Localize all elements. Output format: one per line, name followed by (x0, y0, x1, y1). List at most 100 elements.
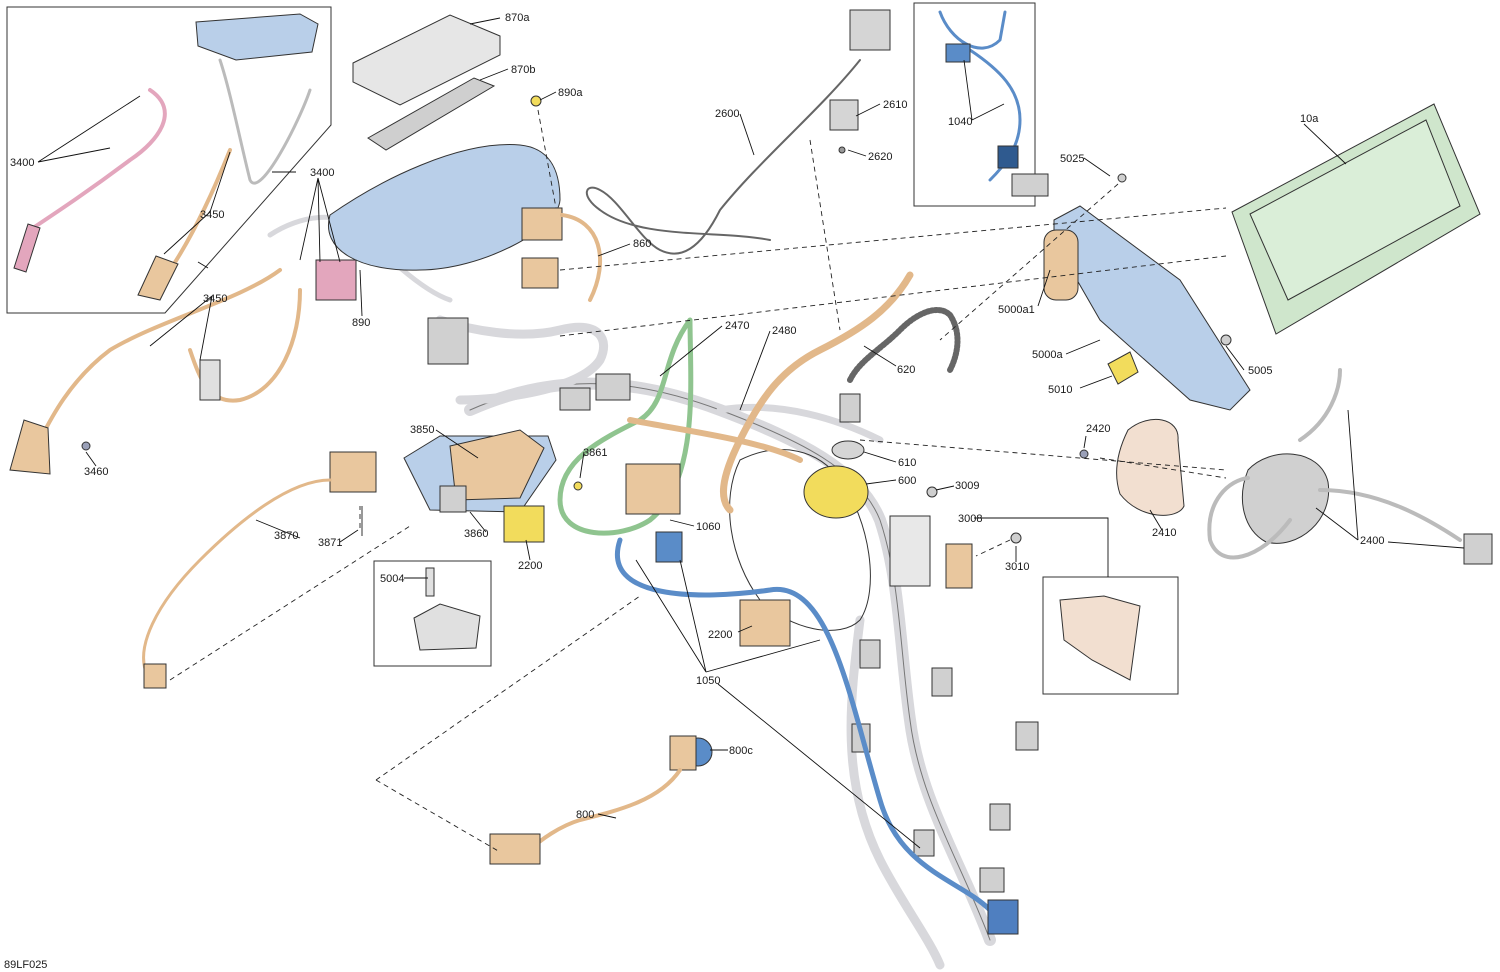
bolt-3009 (926, 486, 938, 498)
wire-800 (528, 768, 682, 852)
inset-frame-3008 (1042, 576, 1179, 695)
callout-2470: 2470 (725, 320, 749, 332)
part-890a (530, 95, 542, 107)
connector-3450 (199, 359, 221, 401)
wire-2480-branch (627, 417, 803, 463)
bolt-3010 (1010, 532, 1022, 544)
callout-2420: 2420 (1086, 423, 1110, 435)
part-5000a1 (1043, 229, 1079, 301)
callout-5000a: 5000a (1032, 349, 1063, 361)
screw-3460 (81, 441, 91, 451)
callout-5004: 5004 (380, 573, 404, 585)
callout-2200-lower: 2200 (708, 629, 732, 641)
connector-1060 (625, 463, 681, 515)
connector-gray (913, 829, 935, 857)
bolt-5025 (1117, 173, 1127, 183)
part-870a (352, 14, 501, 106)
connector-blue (655, 531, 683, 563)
dash-line (859, 439, 1227, 471)
dash-line (1099, 457, 1227, 479)
part-5010 (1107, 351, 1139, 385)
connector-800 (489, 833, 541, 865)
callout-600: 600 (898, 475, 916, 487)
coil-cord-620 (847, 307, 961, 383)
connector-gray (979, 867, 1005, 893)
callout-870a: 870a (505, 12, 530, 24)
wire-3450 (38, 268, 302, 442)
sensor-3870 (329, 451, 377, 493)
inset-bracket-3008 (1059, 595, 1141, 681)
harness-branch-lower (846, 615, 945, 970)
cover-2410 (1116, 418, 1185, 516)
wire-1050 (615, 537, 993, 913)
chassis-ghost (729, 449, 871, 631)
connector-gray (559, 387, 591, 411)
wire-2480 (719, 271, 914, 514)
part-3450-lamp (9, 419, 51, 475)
callout-3400-inset: 3400 (10, 157, 34, 169)
wire-2600 (585, 59, 861, 255)
wire-2400 (1207, 368, 1462, 560)
connector-gray (889, 515, 931, 587)
inset-frame-harness (6, 6, 332, 314)
callout-2480: 2480 (772, 325, 796, 337)
dash-line (939, 183, 1119, 341)
callout-800: 800 (576, 809, 594, 821)
callout-3450-inset: 3450 (200, 209, 224, 221)
connector-gray (859, 639, 881, 669)
connector-1040-bottom (997, 145, 1019, 169)
callout-3460: 3460 (84, 466, 108, 478)
wire-860 (560, 213, 603, 302)
module-5000a (1053, 205, 1251, 411)
callout-5025: 5025 (1060, 153, 1084, 165)
inset-wire-tan (168, 148, 232, 272)
part-2200-upper (503, 505, 545, 543)
inset-part-3400-pink (13, 223, 41, 273)
inset-frame-5004 (373, 560, 492, 667)
callout-1040: 1040 (948, 116, 972, 128)
callout-3860: 3860 (464, 528, 488, 540)
callout-3009: 3009 (955, 480, 979, 492)
part-5004-block (413, 603, 481, 651)
callout-3008: 3008 (958, 513, 982, 525)
main-harness-trunk-outline (469, 383, 991, 941)
dash-line (559, 255, 1227, 337)
inset-frame-1040 (913, 2, 1036, 207)
bolt-2620 (838, 146, 846, 154)
connector-blue (987, 899, 1019, 935)
callout-3850: 3850 (410, 424, 434, 436)
module-890 (328, 144, 561, 271)
bolt-2420 (1079, 449, 1089, 459)
callout-2620: 2620 (868, 151, 892, 163)
callout-870b: 870b (511, 64, 535, 76)
callout-2200-upper: 2200 (518, 560, 542, 572)
dash-line (809, 139, 841, 331)
sensor-800c-body (669, 735, 697, 771)
harness-branch-left (435, 315, 609, 405)
dash-line (559, 207, 1227, 271)
connector-gray (931, 667, 953, 697)
connector-2600 (849, 9, 891, 51)
callout-860: 860 (633, 238, 651, 250)
part-2200-lower (739, 599, 791, 647)
connector-gray (427, 317, 469, 365)
part-600 (803, 465, 869, 519)
inset-blue-module (195, 13, 319, 61)
callout-labels: 870a 870b 890a 2600 2610 2620 1040 5025 … (10, 12, 1384, 821)
part-870b (367, 77, 496, 151)
connector-3870 (143, 663, 167, 689)
callout-1050: 1050 (696, 675, 720, 687)
callout-2600: 2600 (715, 108, 739, 120)
wire-3870 (142, 478, 332, 682)
callout-2610: 2610 (883, 99, 907, 111)
bracket-3008 (945, 543, 973, 589)
callout-10a: 10a (1300, 113, 1319, 125)
bolt-5005 (1220, 334, 1232, 346)
connector-3400 (315, 259, 357, 301)
connector-860 (521, 207, 563, 241)
inset-wire-pink (28, 88, 167, 232)
connector-620 (839, 393, 861, 423)
connector-3860 (439, 485, 467, 513)
screw-3861 (573, 481, 583, 491)
